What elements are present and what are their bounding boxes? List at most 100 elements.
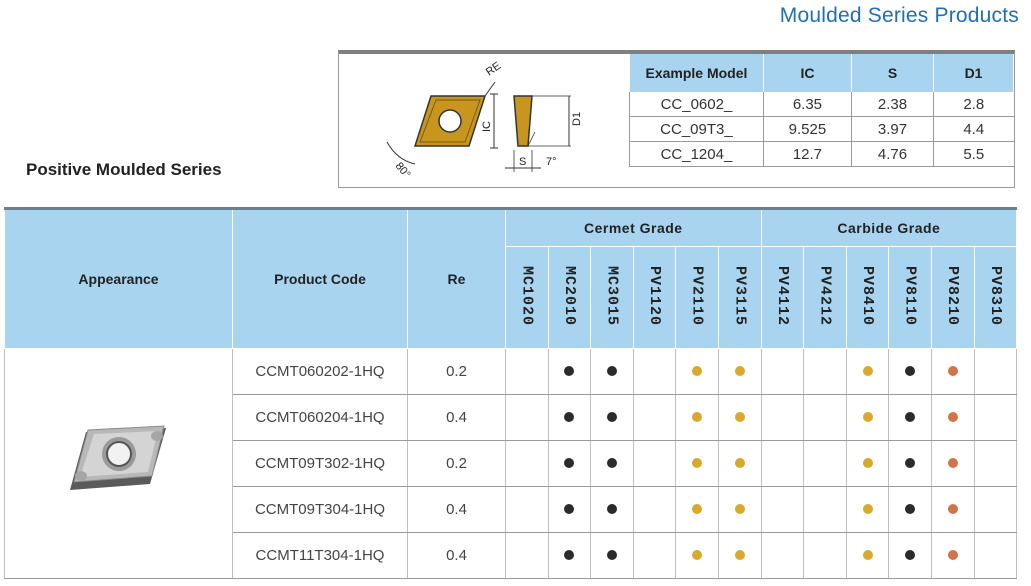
grade-cell <box>547 486 592 533</box>
product-code-cell: CCMT09T304-1HQ <box>232 486 408 533</box>
d1-label: D1 <box>571 112 583 126</box>
grade-label: PV4212 <box>816 265 834 326</box>
grade-cell <box>973 394 1018 441</box>
grade-cell <box>717 348 762 395</box>
insert-side-view <box>513 95 533 147</box>
availability-dot-gold <box>862 458 873 468</box>
appearance-image-cell <box>4 348 233 579</box>
grade-label: MC2010 <box>560 265 578 326</box>
grade-cell <box>590 486 634 533</box>
grade-cell <box>803 440 847 487</box>
header-re: Re <box>407 207 506 349</box>
re-cell: 0.2 <box>407 348 506 395</box>
grade-cell <box>632 486 677 533</box>
grade-cell <box>973 532 1018 579</box>
header-cermet-grade: Cermet Grade <box>505 207 762 247</box>
grade-cell <box>632 394 677 441</box>
grade-label: MC3015 <box>603 265 621 326</box>
grade-cell <box>547 348 592 395</box>
re-cell: 0.4 <box>407 486 506 533</box>
grade-cell <box>973 440 1018 487</box>
grade-cell <box>888 348 932 395</box>
example-cell: CC_09T3_ <box>629 116 764 142</box>
availability-dot-black <box>905 366 916 376</box>
re-cell: 0.2 <box>407 440 506 487</box>
grade-cell <box>888 486 932 533</box>
grade-cell <box>760 394 805 441</box>
availability-dot-black <box>905 412 916 422</box>
grade-cell <box>632 532 677 579</box>
availability-dot-black <box>905 550 916 560</box>
angle-label: 80° <box>393 160 413 180</box>
grade-label: PV8210 <box>944 265 962 326</box>
example-cell: 5.5 <box>933 141 1014 167</box>
insert-diagram: RE IC 80° D1 S 7° <box>386 60 583 181</box>
example-header-d1: D1 <box>933 54 1014 92</box>
availability-dot-orange <box>947 550 958 560</box>
grade-header-pv8210: PV8210 <box>930 246 975 349</box>
insert-image <box>69 424 166 490</box>
availability-dot-gold <box>734 366 745 376</box>
grade-cell <box>760 532 805 579</box>
example-cell: CC_0602_ <box>629 92 764 117</box>
section-title: Positive Moulded Series <box>26 160 222 179</box>
product-code-cell: CCMT09T302-1HQ <box>232 440 408 487</box>
availability-dot-gold <box>692 550 703 560</box>
grade-cell <box>845 348 890 395</box>
availability-dot-gold <box>692 458 703 468</box>
header-carbide-grade: Carbide Grade <box>760 207 1018 247</box>
grade-cell <box>547 532 592 579</box>
header-product-code: Product Code <box>232 207 408 349</box>
grade-header-pv4212: PV4212 <box>803 246 847 349</box>
availability-dot-orange <box>947 504 958 514</box>
availability-dot-black <box>905 504 916 514</box>
availability-dot-gold <box>692 412 703 422</box>
grade-cell <box>845 532 890 579</box>
grade-cell <box>845 394 890 441</box>
availability-dot-gold <box>862 504 873 514</box>
clearance-label: 7° <box>546 156 557 168</box>
grade-label: PV1120 <box>646 265 664 326</box>
grade-label: PV8110 <box>901 265 919 326</box>
grade-cell <box>717 394 762 441</box>
grade-cell <box>505 440 549 487</box>
grade-cell <box>590 348 634 395</box>
availability-dot-black <box>564 458 575 468</box>
grade-cell <box>973 348 1018 395</box>
grade-cell <box>505 348 549 395</box>
grade-header-pv3115: PV3115 <box>717 246 762 349</box>
re-cell: 0.4 <box>407 394 506 441</box>
example-cell: 3.97 <box>850 116 934 142</box>
availability-dot-black <box>606 504 617 514</box>
grade-label: PV8410 <box>859 265 877 326</box>
grade-cell <box>675 532 719 579</box>
grade-cell <box>803 348 847 395</box>
product-code-cell: CCMT060202-1HQ <box>232 348 408 395</box>
grade-cell <box>930 440 975 487</box>
grade-header-mc2010: MC2010 <box>547 246 592 349</box>
availability-dot-orange <box>947 366 958 376</box>
grade-cell <box>760 486 805 533</box>
product-code-cell: CCMT060204-1HQ <box>232 394 408 441</box>
grade-header-pv1120: PV1120 <box>632 246 677 349</box>
grade-cell <box>590 440 634 487</box>
grade-label: PV3115 <box>731 265 749 326</box>
grade-cell <box>888 440 932 487</box>
availability-dot-black <box>606 412 617 422</box>
grade-cell <box>803 486 847 533</box>
grade-cell <box>930 486 975 533</box>
grade-cell <box>590 532 634 579</box>
example-cell: 2.8 <box>933 92 1014 117</box>
product-code-cell: CCMT11T304-1HQ <box>232 532 408 579</box>
availability-dot-black <box>564 504 575 514</box>
grade-cell <box>930 394 975 441</box>
grade-cell <box>717 486 762 533</box>
example-header-s: S <box>850 54 935 92</box>
